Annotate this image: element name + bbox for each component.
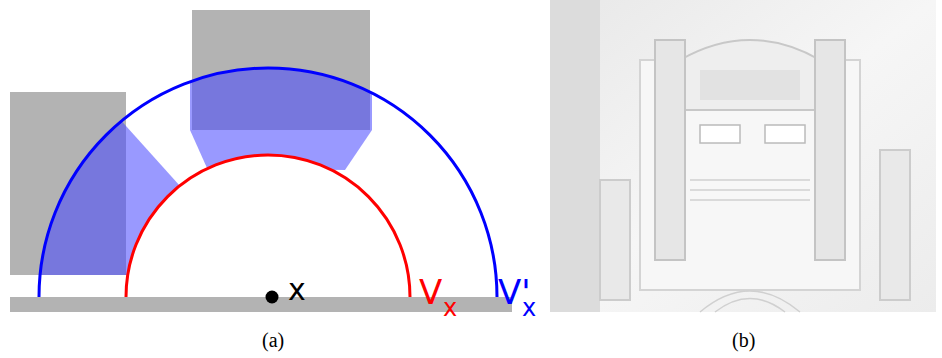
inner-volume-label: V xyxy=(419,275,442,309)
occluded-region xyxy=(0,0,372,275)
inner-hemisphere xyxy=(126,155,410,297)
outer-hemisphere xyxy=(39,68,497,297)
subscript: x xyxy=(522,296,536,320)
rendered-image xyxy=(550,0,936,312)
point-label: x xyxy=(288,275,306,305)
occluded-region xyxy=(190,0,372,170)
occluded-region xyxy=(0,86,180,275)
panel-label: (b) xyxy=(732,330,755,350)
panel-label: (a) xyxy=(262,330,284,350)
point-x xyxy=(266,291,279,304)
subscript: x xyxy=(443,296,457,320)
